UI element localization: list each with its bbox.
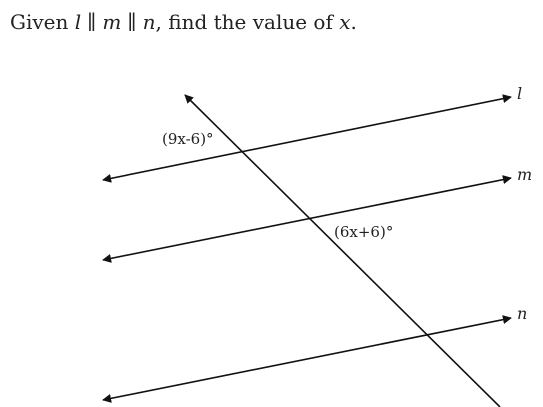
line-label-l: l bbox=[517, 84, 522, 103]
variable-l: l bbox=[74, 10, 82, 34]
parallel-symbol-2: ∥ bbox=[127, 10, 137, 34]
line-m bbox=[102, 175, 512, 263]
line-label-m: m bbox=[517, 165, 532, 184]
transversal-line bbox=[184, 94, 501, 407]
variable-x: x bbox=[339, 10, 351, 34]
variable-n: n bbox=[142, 10, 156, 34]
line-n bbox=[102, 315, 512, 403]
line-label-n: n bbox=[517, 304, 527, 323]
angle-label-middle: (6x+6)° bbox=[334, 223, 393, 241]
question-prefix: Given bbox=[10, 10, 75, 34]
question-suffix: , find the value of bbox=[155, 10, 340, 34]
question-end: . bbox=[350, 10, 357, 34]
line-l bbox=[102, 94, 512, 183]
variable-m: m bbox=[102, 10, 122, 34]
parallel-symbol-1: ∥ bbox=[87, 10, 97, 34]
angle-label-upper: (9x-6)° bbox=[162, 130, 214, 148]
question-text: Given l∥m∥n, find the value of x. bbox=[10, 9, 357, 35]
